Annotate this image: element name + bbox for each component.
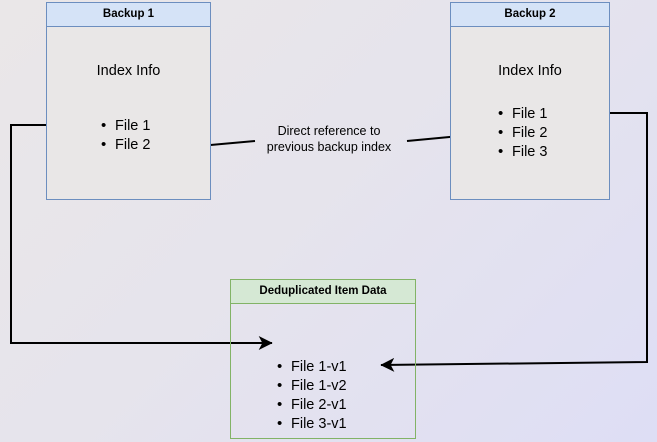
list-item: File 3-v1 xyxy=(275,414,347,434)
node-backup-1-body: Index Info File 1 File 2 xyxy=(47,27,210,199)
list-item: File 2 xyxy=(99,135,150,155)
node-backup-2[interactable]: Backup 2 Index Info File 1 File 2 File 3 xyxy=(450,2,610,200)
edge-label-direct-reference: Direct reference to previous backup inde… xyxy=(266,124,392,154)
backup-2-file-list: File 1 File 2 File 3 xyxy=(496,104,547,162)
backup-1-index-info-label: Index Info xyxy=(96,63,161,79)
node-backup-2-body: Index Info File 1 File 2 File 3 xyxy=(451,27,609,199)
node-backup-2-header: Backup 2 xyxy=(451,3,609,27)
list-item: File 1-v1 xyxy=(275,357,347,377)
list-item: File 3 xyxy=(496,142,547,162)
backup-1-file-list: File 1 File 2 xyxy=(99,116,150,155)
list-item: File 2 xyxy=(496,123,547,143)
list-item: File 2-v1 xyxy=(275,395,347,415)
node-deduplicated-item-data[interactable]: Deduplicated Item Data File 1-v1 File 1-… xyxy=(230,279,416,439)
node-backup-1-header: Backup 1 xyxy=(47,3,210,27)
list-item: File 1 xyxy=(496,104,547,124)
list-item: File 1 xyxy=(99,116,150,136)
backup-2-index-info-label: Index Info xyxy=(498,63,562,79)
deduplicated-file-list: File 1-v1 File 1-v2 File 2-v1 File 3-v1 xyxy=(275,357,347,434)
list-item: File 1-v2 xyxy=(275,376,347,396)
node-backup-1[interactable]: Backup 1 Index Info File 1 File 2 xyxy=(46,2,211,200)
node-deduplicated-item-data-body: File 1-v1 File 1-v2 File 2-v1 File 3-v1 xyxy=(231,304,415,438)
node-deduplicated-item-data-header: Deduplicated Item Data xyxy=(231,280,415,304)
